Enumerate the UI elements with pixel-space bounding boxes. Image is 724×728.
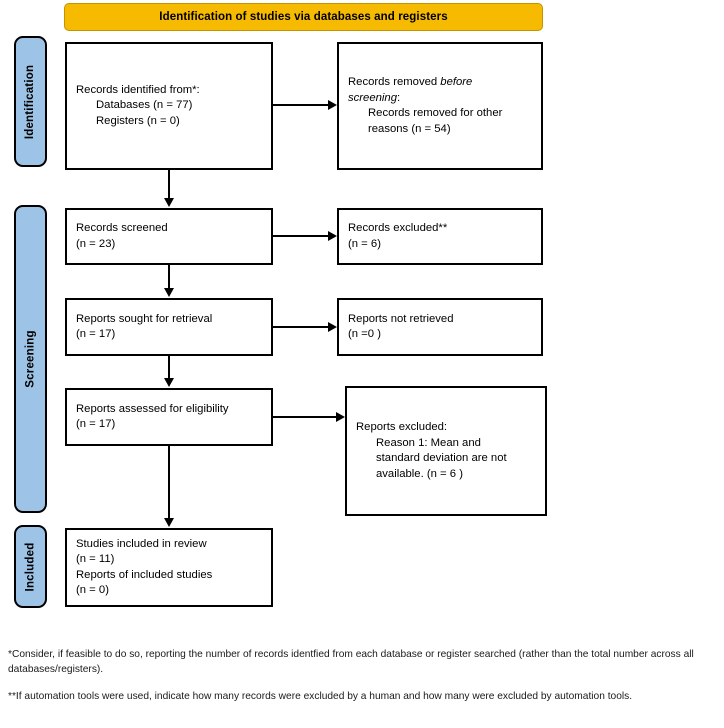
box-line: (n = 6) bbox=[348, 237, 381, 250]
box-line: (n =0 ) bbox=[348, 328, 381, 340]
connector-screened-to-sought bbox=[168, 265, 170, 289]
footnotes: *Consider, if feasible to do so, reporti… bbox=[8, 648, 714, 718]
box-line: (n = 23) bbox=[76, 237, 116, 250]
box-line: standard deviation are not bbox=[376, 452, 507, 464]
connector-sought-to-assessed bbox=[168, 356, 170, 380]
box-records-identified: Records identified from*: Databases (n =… bbox=[65, 42, 273, 170]
arrowhead-down-icon bbox=[164, 518, 174, 527]
footnote-consider: *Consider, if feasible to do so, reporti… bbox=[8, 649, 694, 675]
box-line: Reports not retrieved bbox=[348, 312, 454, 325]
arrowhead-right-icon bbox=[328, 100, 337, 110]
connector-assessed-to-excluded-reports bbox=[273, 416, 337, 418]
box-line: screening: bbox=[348, 91, 532, 107]
box-line: reasons (n = 54) bbox=[368, 122, 451, 135]
box-line: (n = 17) bbox=[76, 418, 116, 430]
arrowhead-right-icon bbox=[328, 231, 337, 241]
box-line-text: : bbox=[396, 91, 401, 104]
connector-identified-to-screened bbox=[168, 170, 170, 200]
box-reports-sought: Reports sought for retrieval (n = 17) bbox=[65, 298, 273, 356]
connector-screened-to-excluded bbox=[273, 235, 329, 237]
box-line: (n = 11) bbox=[76, 553, 115, 565]
connector-identified-to-removed bbox=[273, 104, 329, 106]
box-line: Reason 1: Mean and bbox=[376, 436, 481, 449]
box-line: available. (n = 6 ) bbox=[376, 467, 463, 480]
arrowhead-down-icon bbox=[164, 288, 174, 297]
box-line: Reports of included studies bbox=[76, 568, 213, 581]
header-banner-title: Identification of studies via databases … bbox=[159, 11, 448, 23]
stage-bar-included: Included bbox=[14, 525, 47, 608]
box-line: Registers (n = 0) bbox=[96, 114, 180, 127]
connector-assessed-to-included bbox=[168, 446, 170, 520]
box-records-removed: Records removed before screening: Record… bbox=[337, 42, 543, 170]
box-line: Records excluded** bbox=[348, 222, 448, 234]
box-line: (n = 0) bbox=[76, 584, 109, 596]
box-records-excluded: Records excluded** (n = 6) bbox=[337, 208, 543, 265]
arrowhead-down-icon bbox=[164, 198, 174, 207]
box-reports-not-retrieved: Reports not retrieved (n =0 ) bbox=[337, 298, 543, 356]
box-studies-included: Studies included in review (n = 11) Repo… bbox=[65, 528, 273, 607]
box-line: Reports excluded: bbox=[356, 421, 448, 433]
box-line: (n = 17) bbox=[76, 328, 116, 340]
arrowhead-down-icon bbox=[164, 378, 174, 387]
stage-bar-screening: Screening bbox=[14, 205, 47, 513]
stage-bar-identification: Identification bbox=[14, 36, 47, 167]
box-line: Reports assessed for eligibility bbox=[76, 402, 229, 415]
stage-label-screening: Screening bbox=[24, 330, 37, 388]
arrowhead-right-icon bbox=[328, 322, 337, 332]
connector-sought-to-not-retrieved bbox=[273, 326, 329, 328]
box-line-text: Records removed bbox=[348, 76, 441, 88]
box-line: Records removed for other bbox=[368, 107, 503, 119]
box-line: Studies included in review bbox=[76, 537, 207, 550]
box-line-emphasis: before bbox=[440, 76, 473, 88]
box-records-screened: Records screened (n = 23) bbox=[65, 208, 273, 265]
header-banner: Identification of studies via databases … bbox=[64, 3, 543, 31]
box-line: Reports sought for retrieval bbox=[76, 312, 213, 325]
footnote-automation: **If automation tools were used, indicat… bbox=[8, 691, 633, 702]
box-line: Records screened bbox=[76, 222, 168, 234]
box-line: Records identified from*: bbox=[76, 83, 200, 96]
box-reports-assessed: Reports assessed for eligibility (n = 17… bbox=[65, 388, 273, 446]
arrowhead-right-icon bbox=[336, 412, 345, 422]
stage-label-included: Included bbox=[24, 542, 37, 591]
stage-label-identification: Identification bbox=[24, 64, 37, 139]
box-reports-excluded: Reports excluded: Reason 1: Mean and sta… bbox=[345, 386, 547, 516]
box-line: Records removed before bbox=[348, 75, 532, 91]
box-line-emphasis: screening bbox=[348, 91, 397, 104]
box-line: Databases (n = 77) bbox=[96, 99, 193, 112]
